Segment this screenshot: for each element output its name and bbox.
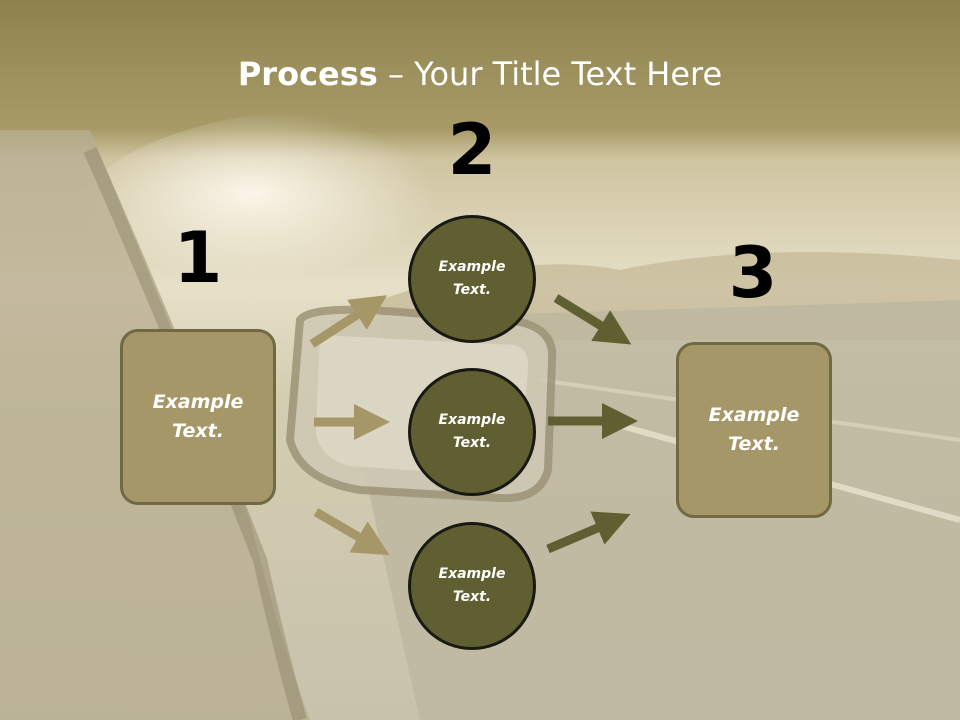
circle-bottom-text-line2: Text. [452,589,492,605]
step-1-text-line2: Text. [172,420,224,442]
arrow-bottom-to-right [546,511,631,554]
arrow-top-to-right [553,294,632,345]
step-2-circle-top: Example Text. [408,215,536,343]
arrow-left-to-bottom [313,508,390,556]
step-number-3: 3 [728,232,778,314]
step-number-1: 1 [173,217,223,299]
page-title: Process – Your Title Text Here [237,55,723,93]
step-number-2: 2 [447,109,497,191]
step-3-box: Example Text. [676,342,832,518]
step-3-text-line2: Text. [728,433,780,455]
step-1-text-line1: Example [152,391,244,413]
step-1-box: Example Text. [120,329,276,505]
circle-middle-text-line1: Example [438,412,506,428]
circle-bottom-text-line1: Example [438,566,506,582]
step-2-circle-bottom: Example Text. [408,522,536,650]
step-2-circle-middle: Example Text. [408,368,536,496]
arrow-left-to-top [309,295,388,348]
step-3-text-line1: Example [708,404,800,426]
circle-top-text-line2: Text. [452,282,492,298]
circle-middle-text-line2: Text. [452,435,492,451]
circle-top-text-line1: Example [438,259,506,275]
